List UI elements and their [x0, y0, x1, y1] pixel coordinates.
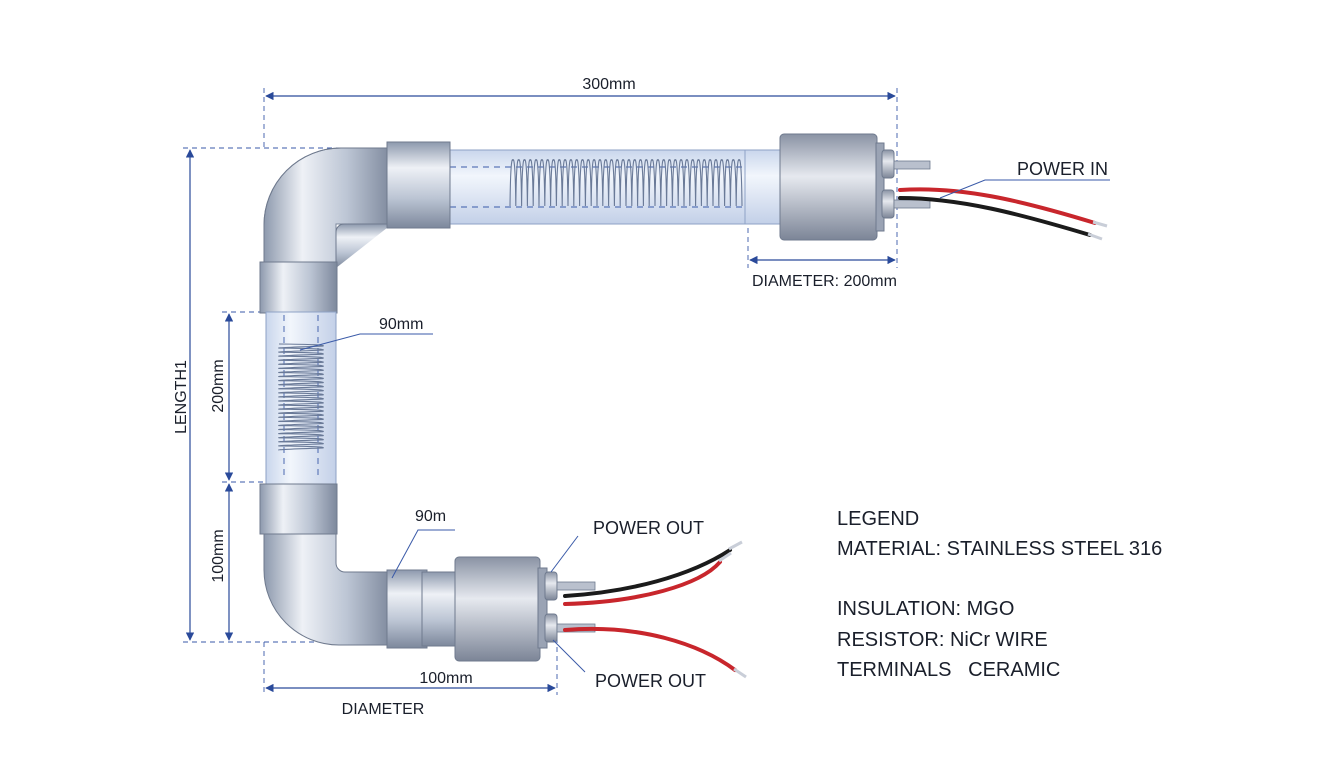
leader-power-in: [939, 179, 1110, 199]
bottom-elbow: [259, 483, 428, 649]
terminal-stud-upper: [556, 581, 596, 591]
heating-coil-left: [278, 343, 324, 451]
leader-coil: [299, 333, 433, 351]
label-power-in: POWER IN: [1017, 159, 1108, 179]
leader-power-out-top: [550, 535, 579, 573]
legend-resistor: RESISTOR: NiCr WIRE: [837, 629, 1048, 651]
dim-upper-segment: 200mm: [210, 359, 227, 412]
top-terminal-housing: [744, 133, 931, 241]
leader-bend: [391, 529, 455, 579]
terminal-stud-top: [893, 160, 931, 170]
left-tube: [265, 311, 337, 485]
bottom-terminal-housing: [421, 556, 596, 662]
legend: LEGEND MATERIAL: STAINLESS STEEL 316 INS…: [837, 508, 1162, 681]
dim-bottom-diameter: DIAMETER: [342, 701, 425, 718]
label-power-out-top: POWER OUT: [593, 518, 704, 538]
legend-insulation: INSULATION: MGO: [837, 598, 1014, 620]
leader-power-out-bottom: [552, 639, 586, 673]
heating-coil-top: [509, 159, 743, 207]
terminal-stud-bottom: [893, 199, 931, 209]
dimension-lines: [185, 91, 896, 693]
upper-collar: [259, 261, 338, 314]
dim-lower-segment: 100mm: [210, 529, 227, 582]
label-power-out-bottom: POWER OUT: [595, 671, 706, 691]
dim-overall-length: LENGTH1: [173, 360, 190, 434]
dim-bend-label: 90m: [415, 508, 446, 525]
top-tube: [444, 149, 786, 225]
leader-lines: [299, 179, 1110, 673]
legend-material: MATERIAL: STAINLESS STEEL 316: [837, 538, 1162, 560]
power-out-wires: [563, 540, 747, 679]
dim-right-diameter: DIAMETER: 200mm: [752, 273, 897, 290]
lower-collar: [259, 483, 338, 535]
power-in-wires: [898, 187, 1108, 241]
top-elbow: [259, 141, 451, 314]
dim-coil-label: 90mm: [379, 316, 423, 333]
dim-bottom-length: 100mm: [419, 670, 472, 687]
dim-top-length: 300mm: [582, 76, 635, 93]
legend-title: LEGEND: [837, 508, 919, 530]
top-collar: [386, 141, 451, 229]
legend-terminals: TERMINALS CERAMIC: [837, 659, 1060, 681]
bottom-collar: [386, 569, 428, 649]
